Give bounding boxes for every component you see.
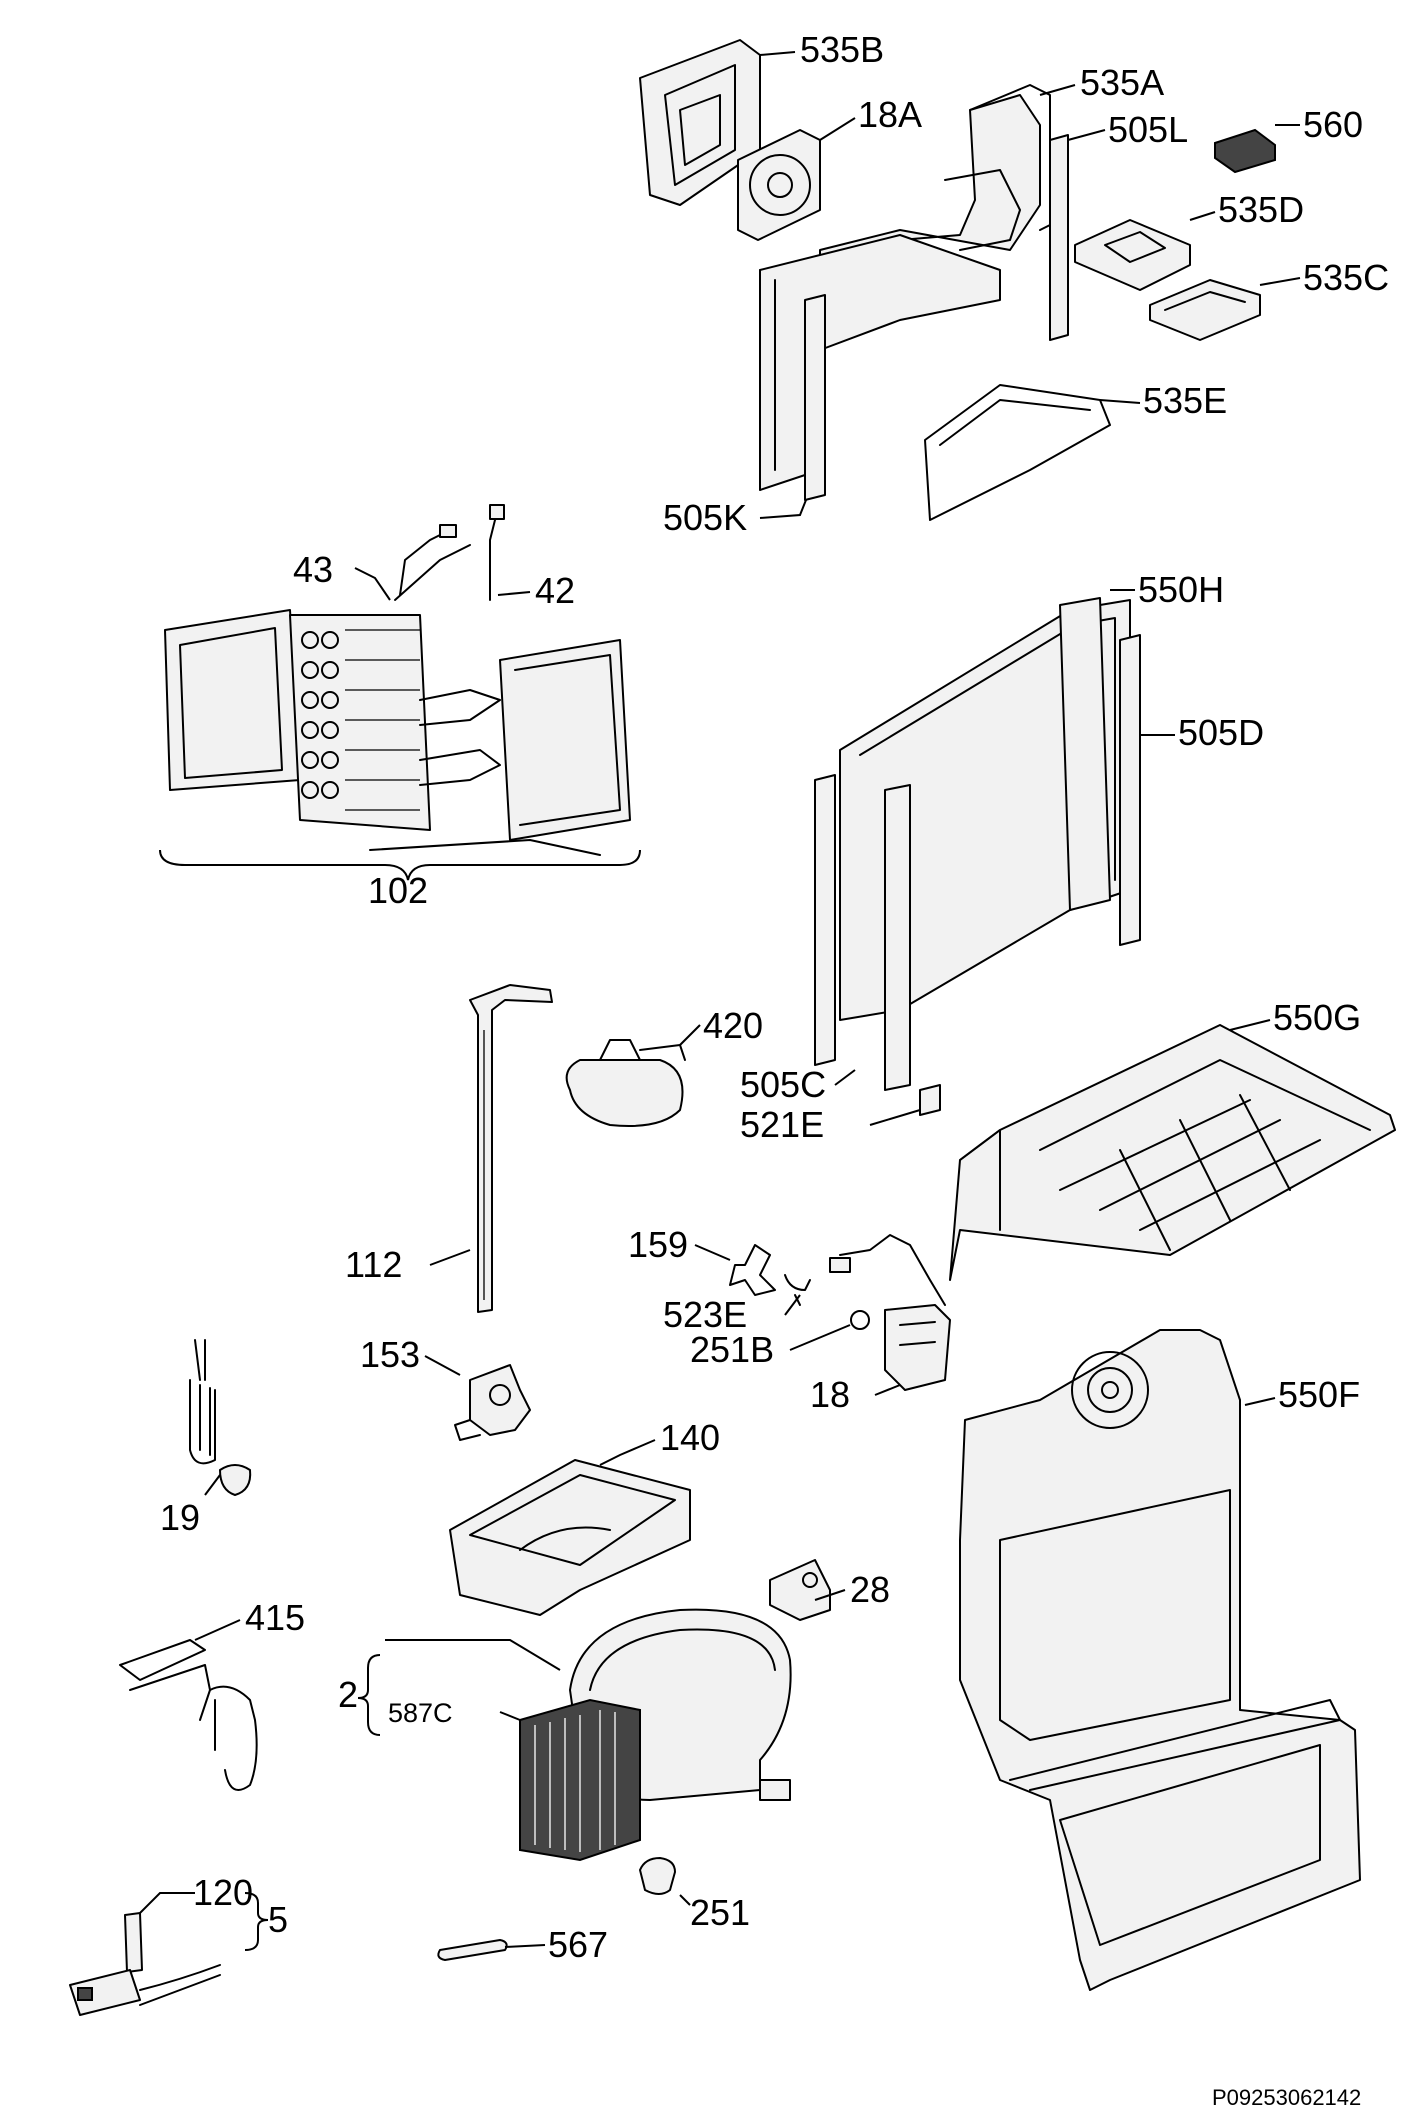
part-18A-fan	[737, 129, 821, 241]
label-43: 43	[293, 549, 333, 590]
part-560-filter	[1214, 128, 1276, 174]
part-505K-side-duct	[759, 234, 1001, 501]
part-535A-duct-housing	[819, 84, 1051, 263]
label-523E: 523E	[663, 1294, 747, 1335]
part-102-evaporator-assembly	[164, 504, 631, 856]
label-5: 5	[268, 1899, 288, 1940]
part-420-drain-funnel	[565, 1039, 686, 1127]
label-153: 153	[360, 1334, 420, 1375]
part-535C-damper	[1149, 279, 1261, 341]
part-159-fan-blade	[729, 1244, 776, 1296]
part-550F-inner-liner	[959, 1329, 1361, 1991]
label-505C: 505C	[740, 1064, 826, 1105]
label-112: 112	[345, 1244, 402, 1285]
drawing-code: P09253062142	[1212, 2085, 1361, 2110]
part-567-clip	[437, 1939, 508, 1961]
part-153-valve	[454, 1364, 531, 1441]
label-18A: 18A	[858, 94, 922, 135]
label-102: 102	[368, 870, 428, 911]
callout-labels: 535B 18A 535A 505L 560 535D 535C 535E 50…	[160, 29, 1389, 2110]
part-28-bracket	[769, 1559, 831, 1621]
part-505L-strip	[1049, 134, 1069, 341]
label-535E: 535E	[1143, 380, 1227, 421]
label-550H: 550H	[1138, 569, 1224, 610]
part-18-fan-motor	[829, 1234, 951, 1391]
label-251B: 251B	[690, 1329, 774, 1370]
part-140-drip-tray	[449, 1459, 691, 1616]
label-550F: 550F	[1278, 1374, 1360, 1415]
label-28: 28	[850, 1569, 890, 1610]
part-19-heater	[189, 1339, 252, 1496]
part-521E-clip	[919, 1084, 941, 1116]
label-567: 567	[548, 1924, 608, 1965]
part-550G-shelf	[949, 1024, 1396, 1281]
label-521E: 521E	[740, 1104, 824, 1145]
label-420: 420	[703, 1005, 763, 1046]
brace-5	[244, 1892, 269, 1951]
label-535C: 535C	[1303, 257, 1389, 298]
label-18: 18	[810, 1374, 850, 1415]
label-19: 19	[160, 1497, 200, 1538]
label-550G: 550G	[1273, 997, 1361, 1038]
label-2: 2	[338, 1674, 358, 1715]
part-587C-condenser-fins	[519, 1698, 641, 1862]
part-505D-strip	[1119, 634, 1141, 946]
part-535E-bracket	[924, 384, 1111, 521]
label-505D: 505D	[1178, 712, 1264, 753]
label-560: 560	[1303, 104, 1363, 145]
part-251B-bushing	[850, 1310, 870, 1330]
label-535A: 535A	[1080, 62, 1164, 103]
label-415: 415	[245, 1597, 305, 1638]
label-535D: 535D	[1218, 189, 1304, 230]
evaporator-coils	[301, 629, 420, 811]
brace-102	[159, 849, 641, 881]
part-251-grommet	[639, 1857, 676, 1895]
label-251: 251	[690, 1892, 750, 1933]
label-587C: 587C	[388, 1698, 453, 1728]
part-112-drain-hose	[469, 984, 553, 1313]
label-535B: 535B	[800, 29, 884, 70]
label-159: 159	[628, 1224, 688, 1265]
label-505L: 505L	[1108, 109, 1188, 150]
brace-2	[357, 1654, 381, 1736]
part-120-thermostat	[69, 1912, 221, 2016]
label-120: 120	[193, 1872, 253, 1913]
part-535D-cover	[1074, 219, 1191, 291]
part-505C-strip	[814, 774, 911, 1091]
label-140: 140	[660, 1417, 720, 1458]
part-550H-rear-panel	[839, 597, 1131, 1021]
part-415-wire-bracket	[119, 1639, 258, 1791]
leader-lines	[139, 51, 1301, 1948]
part-523E-bracket	[784, 1274, 811, 1306]
label-42: 42	[535, 570, 575, 611]
label-505K: 505K	[663, 497, 747, 538]
